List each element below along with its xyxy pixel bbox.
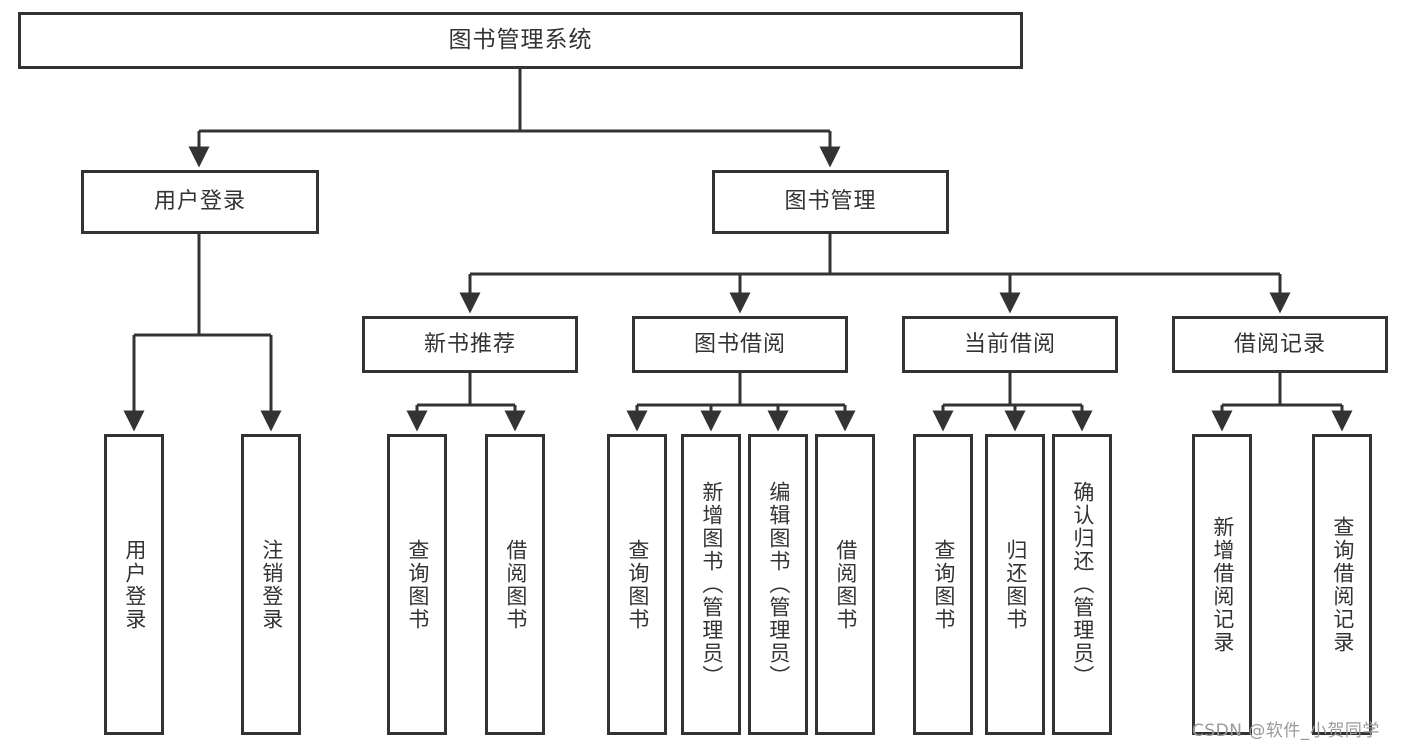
node-book-management-label: 图书管理	[784, 189, 877, 215]
leaf-user-logout-label: 注销登录	[259, 538, 284, 631]
leaf-query-borrow-record[interactable]: 查询借阅记录	[1312, 434, 1372, 735]
node-user-login-label: 用户登录	[153, 189, 246, 215]
node-user-login[interactable]: 用户登录	[81, 170, 319, 234]
leaf-query-borrow-record-label: 查询借阅记录	[1330, 515, 1355, 654]
leaf-borrow-book-label: 借阅图书	[833, 538, 858, 631]
leaf-confirm-return-admin-label: 确认归还（管理员）	[1070, 481, 1095, 688]
node-new-book-recommend-label: 新书推荐	[423, 331, 516, 357]
leaf-query-book-new[interactable]: 查询图书	[387, 434, 447, 735]
node-current-borrow[interactable]: 当前借阅	[902, 316, 1118, 373]
leaf-user-login[interactable]: 用户登录	[104, 434, 164, 735]
leaf-user-login-label: 用户登录	[122, 538, 147, 631]
leaf-return-book[interactable]: 归还图书	[985, 434, 1045, 735]
leaf-query-book-new-label: 查询图书	[405, 538, 430, 631]
leaf-edit-book-admin[interactable]: 编辑图书（管理员）	[748, 434, 808, 735]
leaf-borrow-book[interactable]: 借阅图书	[815, 434, 875, 735]
leaf-add-book-admin-label: 新增图书（管理员）	[699, 481, 724, 688]
node-root-label: 图书管理系统	[448, 27, 593, 54]
leaf-borrow-book-new-label: 借阅图书	[503, 538, 528, 631]
leaf-user-logout[interactable]: 注销登录	[241, 434, 301, 735]
node-borrow-records-label: 借阅记录	[1233, 331, 1326, 357]
leaf-query-book-borrow-label: 查询图书	[625, 538, 650, 631]
node-current-borrow-label: 当前借阅	[963, 331, 1056, 357]
leaf-query-book-borrow[interactable]: 查询图书	[607, 434, 667, 735]
node-root[interactable]: 图书管理系统	[18, 12, 1023, 69]
leaf-return-book-label: 归还图书	[1003, 538, 1028, 631]
watermark: CSDN @软件_小贺同学	[1192, 721, 1380, 741]
leaf-borrow-book-new[interactable]: 借阅图书	[485, 434, 545, 735]
leaf-query-book-current[interactable]: 查询图书	[913, 434, 973, 735]
leaf-confirm-return-admin[interactable]: 确认归还（管理员）	[1052, 434, 1112, 735]
leaf-query-book-current-label: 查询图书	[931, 538, 956, 631]
node-book-management[interactable]: 图书管理	[712, 170, 949, 234]
node-borrow-records[interactable]: 借阅记录	[1172, 316, 1388, 373]
leaf-add-book-admin[interactable]: 新增图书（管理员）	[681, 434, 741, 735]
leaf-add-borrow-record-label: 新增借阅记录	[1210, 515, 1235, 654]
leaf-add-borrow-record[interactable]: 新增借阅记录	[1192, 434, 1252, 735]
node-book-borrow-label: 图书借阅	[693, 331, 786, 357]
leaf-edit-book-admin-label: 编辑图书（管理员）	[766, 481, 791, 688]
node-book-borrow[interactable]: 图书借阅	[632, 316, 848, 373]
node-new-book-recommend[interactable]: 新书推荐	[362, 316, 578, 373]
